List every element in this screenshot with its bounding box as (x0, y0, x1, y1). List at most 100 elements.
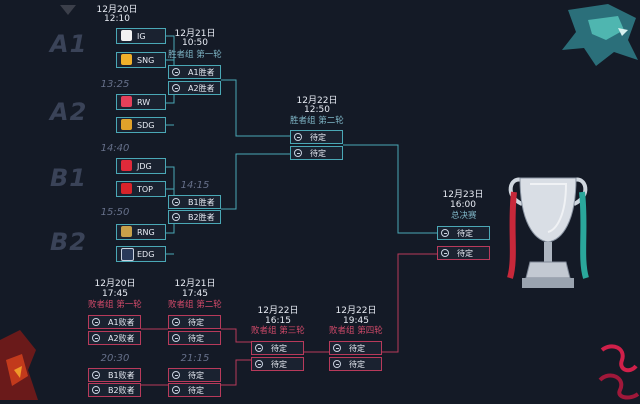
slot-name: 待定 (188, 386, 204, 395)
match-date: 12月21日 (174, 29, 216, 39)
team-logo-icon (121, 30, 132, 41)
slot-row[interactable]: B1胜者 (168, 195, 221, 209)
pending-circle-icon (255, 360, 263, 368)
match-time: 21:15 (180, 353, 210, 364)
pending-circle-icon (92, 318, 100, 326)
team-row[interactable]: RW (116, 94, 166, 110)
slot-row[interactable]: 待定 (290, 146, 343, 160)
slot-name: A1败者 (108, 318, 135, 327)
group-label-a2: A2 (50, 98, 88, 126)
slot-name: 待定 (271, 344, 287, 353)
slot-name: B2胜者 (188, 213, 215, 222)
team-logo-icon (121, 226, 132, 237)
group-label-b2: B2 (50, 228, 87, 256)
pending-circle-icon (333, 360, 341, 368)
team-name: JDG (137, 162, 152, 171)
group-label-b1: B1 (50, 164, 87, 192)
slot-row[interactable]: 待定 (168, 368, 221, 382)
trophy-icon (500, 168, 596, 296)
team-row[interactable]: RNG (116, 224, 166, 240)
slot-row[interactable]: 待定 (290, 130, 343, 144)
team-logo-icon (121, 54, 132, 65)
slot-row[interactable]: 待定 (437, 226, 490, 240)
match-time: 15:50 (100, 207, 130, 218)
match-date: 12月22日 (296, 96, 338, 106)
group-label-a1: A1 (50, 30, 88, 58)
dragon-art-icon (596, 340, 640, 400)
slot-name: 待定 (188, 334, 204, 343)
round-label: 败者组 第四轮 (329, 326, 383, 336)
team-name: RNG (137, 228, 155, 237)
slot-row[interactable]: A2胜者 (168, 81, 221, 95)
round-label: 败者组 第二轮 (168, 300, 222, 310)
slot-name: 待定 (188, 371, 204, 380)
team-name: EDG (137, 250, 155, 259)
match-date: 12月20日 (96, 5, 138, 15)
match-date: 12月22日 (257, 306, 299, 316)
pending-circle-icon (172, 84, 180, 92)
team-row[interactable]: IG (116, 28, 166, 44)
pending-circle-icon (333, 344, 341, 352)
team-logo-icon (121, 248, 134, 261)
slot-row[interactable]: 待定 (329, 357, 382, 371)
slot-row[interactable]: 待定 (168, 383, 221, 397)
match-date: 12月21日 (174, 279, 216, 289)
team-logo-icon (121, 183, 132, 194)
slot-row[interactable]: 待定 (168, 331, 221, 345)
team-logo-icon (121, 160, 132, 171)
team-name: TOP (137, 185, 154, 194)
team-name: RW (137, 98, 151, 107)
pending-circle-icon (92, 334, 100, 342)
team-row[interactable]: TOP (116, 181, 166, 197)
team-name: IG (137, 32, 146, 41)
slot-name: B1胜者 (188, 198, 215, 207)
dragon-art-icon (60, 0, 76, 15)
match-time: 19:45 (343, 316, 369, 326)
slot-row[interactable]: 待定 (437, 246, 490, 260)
pending-circle-icon (441, 229, 449, 237)
team-row[interactable]: SDG (116, 117, 166, 133)
match-time: 17:45 (102, 289, 128, 299)
round-label: 胜者组 第一轮 (168, 50, 222, 60)
slot-name: 待定 (457, 229, 473, 238)
team-logo-icon (121, 96, 132, 107)
pending-circle-icon (172, 334, 180, 342)
slot-row[interactable]: 待定 (251, 357, 304, 371)
team-row[interactable]: SNG (116, 52, 166, 68)
slot-row[interactable]: B1败者 (88, 368, 141, 382)
slot-name: 待定 (349, 360, 365, 369)
slot-name: B1败者 (108, 371, 135, 380)
dragon-art-icon (548, 0, 640, 72)
match-time: 14:40 (100, 143, 130, 154)
slot-row[interactable]: A1败者 (88, 315, 141, 329)
slot-row[interactable]: 待定 (168, 315, 221, 329)
pending-circle-icon (92, 386, 100, 394)
team-logo-icon (121, 119, 132, 130)
match-date: 12月22日 (335, 306, 377, 316)
pending-circle-icon (172, 386, 180, 394)
slot-row[interactable]: A1胜者 (168, 65, 221, 79)
slot-name: B2败者 (108, 386, 135, 395)
slot-row[interactable]: B2败者 (88, 383, 141, 397)
pending-circle-icon (92, 371, 100, 379)
slot-name: 待定 (349, 344, 365, 353)
slot-name: 待定 (457, 249, 473, 258)
match-time: 13:25 (100, 79, 130, 90)
pending-circle-icon (172, 318, 180, 326)
dragon-art-icon (0, 330, 40, 400)
team-row[interactable]: EDG (116, 246, 166, 262)
match-time: 12:50 (304, 105, 330, 115)
team-row[interactable]: JDG (116, 158, 166, 174)
slot-row[interactable]: 待定 (251, 341, 304, 355)
match-time: 16:00 (450, 200, 476, 210)
pending-circle-icon (294, 133, 302, 141)
slot-row[interactable]: 待定 (329, 341, 382, 355)
slot-name: 待定 (188, 318, 204, 327)
slot-name: A1胜者 (188, 68, 215, 77)
match-time: 12:10 (104, 14, 130, 24)
slot-name: 待定 (310, 133, 326, 142)
slot-row[interactable]: B2胜者 (168, 210, 221, 224)
pending-circle-icon (172, 68, 180, 76)
slot-row[interactable]: A2败者 (88, 331, 141, 345)
